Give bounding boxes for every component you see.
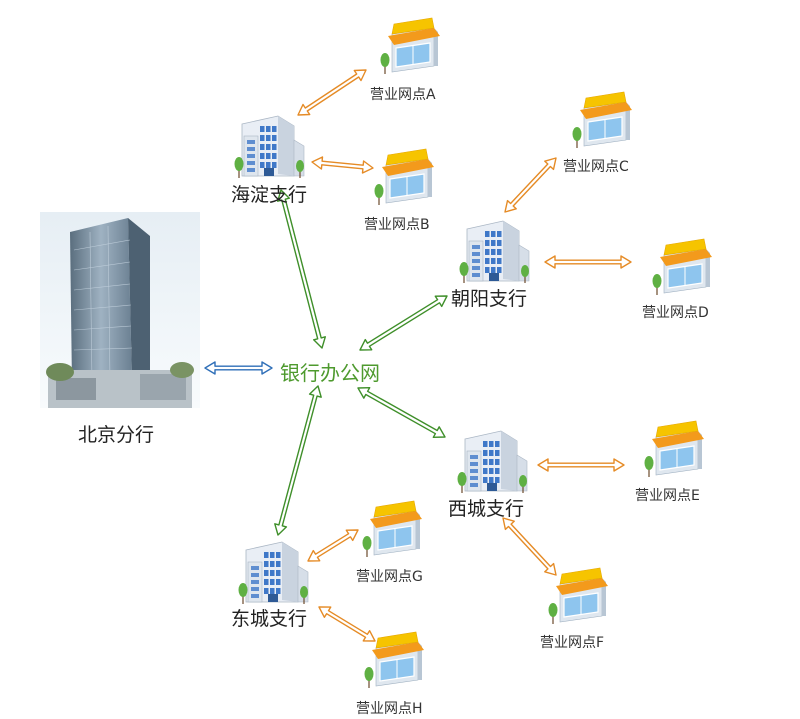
arrow-hub-dongcheng — [274, 385, 322, 536]
outlet-label-d: 营业网点D — [642, 305, 709, 321]
shop-icon-c — [572, 91, 632, 148]
branch-label-chaoyang: 朝阳支行 — [451, 288, 528, 310]
building-icon-dongcheng — [238, 541, 309, 604]
links-layer — [204, 69, 632, 642]
arrow-haidian-b — [311, 156, 374, 174]
outlet-label-h: 营业网点H — [356, 701, 423, 717]
links-hub-branches — [274, 189, 448, 536]
shop-icon-f — [548, 567, 608, 624]
outlet-label-c: 营业网点C — [563, 159, 629, 175]
outlet-label-b: 营业网点B — [364, 217, 430, 233]
outlet-label-a: 营业网点A — [370, 87, 436, 103]
arrow-hub-chaoyang — [359, 295, 448, 351]
outlet-label-g: 营业网点G — [356, 569, 423, 585]
hub-label: 银行办公网 — [280, 361, 380, 385]
arrow-hq-hub — [204, 361, 273, 375]
arrow-dongcheng-g — [307, 529, 359, 562]
branch-icons — [234, 115, 530, 604]
outlet-label-e: 营业网点E — [635, 488, 700, 504]
arrow-xicheng-e — [537, 458, 625, 472]
shop-icon-a — [380, 17, 440, 74]
arrow-hub-haidian — [277, 189, 326, 349]
shop-icon-e — [644, 420, 704, 477]
arrow-chaoyang-d — [544, 255, 632, 269]
outlet-icons — [362, 17, 712, 688]
outlet-label-f: 营业网点F — [540, 635, 605, 651]
branch-label-dongcheng: 东城支行 — [231, 608, 308, 630]
arrow-chaoyang-c — [504, 157, 557, 213]
building-icon-xicheng — [457, 430, 528, 493]
shop-icon-b — [374, 148, 434, 205]
head-office-tower-image — [40, 212, 200, 408]
head-office-label: 北京分行 — [78, 424, 155, 446]
arrow-xicheng-f — [502, 517, 557, 576]
branch-label-xicheng: 西城支行 — [448, 498, 525, 520]
shop-icon-d — [652, 238, 712, 295]
branch-label-haidian: 海淀支行 — [231, 184, 308, 206]
link-hq-hub — [204, 361, 273, 375]
arrow-hub-xicheng — [357, 387, 446, 438]
shop-icon-g — [362, 500, 422, 557]
links-branch-outlets — [297, 69, 632, 642]
arrow-haidian-a — [297, 69, 367, 116]
arrow-dongcheng-h — [318, 606, 376, 642]
building-icon-chaoyang — [459, 220, 530, 283]
building-icon-haidian — [234, 115, 305, 178]
shop-icon-h — [364, 631, 424, 688]
